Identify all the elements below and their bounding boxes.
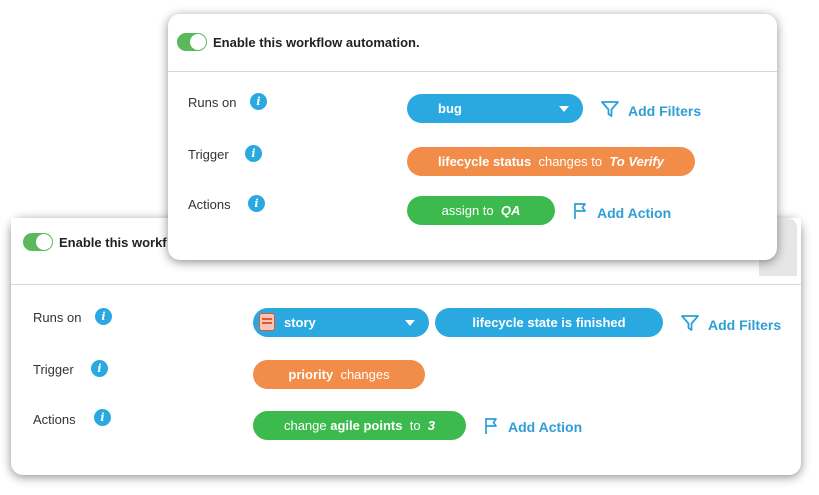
actions-label: Actions bbox=[33, 412, 76, 427]
chevron-down-icon bbox=[559, 106, 569, 112]
trigger-field: priority bbox=[288, 367, 334, 382]
add-filters-link[interactable]: Add Filters bbox=[708, 317, 782, 333]
trigger-verb: changes to bbox=[538, 154, 603, 169]
runs-on-dropdown[interactable]: bug bbox=[407, 94, 583, 123]
action-pill[interactable]: change agile points to 3 bbox=[253, 411, 466, 440]
actions-label: Actions bbox=[188, 197, 231, 212]
add-filters-link[interactable]: Add Filters bbox=[628, 103, 702, 119]
trigger-target: To Verify bbox=[609, 154, 664, 169]
action-target: QA bbox=[500, 203, 521, 218]
info-icon[interactable]: i bbox=[95, 308, 112, 325]
trigger-pill[interactable]: lifecycle status changes to To Verify bbox=[407, 147, 695, 176]
filter-icon[interactable] bbox=[600, 100, 620, 118]
action-pill[interactable]: assign to QA bbox=[407, 196, 555, 225]
info-icon[interactable]: i bbox=[91, 360, 108, 377]
action-verb: assign to bbox=[441, 203, 494, 218]
trigger-label: Trigger bbox=[188, 147, 229, 162]
info-icon[interactable]: i bbox=[94, 409, 111, 426]
runs-on-value: bug bbox=[438, 101, 462, 116]
action-target: 3 bbox=[427, 418, 436, 433]
info-icon[interactable]: i bbox=[250, 93, 267, 110]
add-action-link[interactable]: Add Action bbox=[597, 205, 672, 221]
runs-on-label: Runs on bbox=[188, 95, 237, 110]
flag-icon[interactable] bbox=[483, 416, 499, 436]
flag-icon[interactable] bbox=[572, 201, 588, 221]
filter-pill[interactable]: lifecycle state is finished bbox=[435, 308, 663, 337]
trigger-verb: changes bbox=[340, 367, 390, 382]
workflow-card-bug: Enable this workflow automation. Runs on… bbox=[168, 14, 777, 260]
action-field: agile points bbox=[330, 418, 403, 433]
enable-automation-toggle[interactable] bbox=[23, 233, 53, 251]
enable-automation-label: Enable this workf bbox=[59, 235, 167, 250]
info-icon[interactable]: i bbox=[245, 145, 262, 162]
runs-on-dropdown[interactable]: story bbox=[253, 308, 429, 337]
enable-automation-toggle[interactable] bbox=[177, 33, 207, 51]
story-type-icon bbox=[259, 313, 275, 331]
runs-on-value: story bbox=[284, 315, 316, 330]
chevron-down-icon bbox=[405, 320, 415, 326]
trigger-pill[interactable]: priority changes bbox=[253, 360, 425, 389]
runs-on-label: Runs on bbox=[33, 310, 82, 325]
trigger-label: Trigger bbox=[33, 362, 74, 377]
filter-icon[interactable] bbox=[680, 314, 700, 332]
enable-automation-label: Enable this workflow automation. bbox=[213, 35, 420, 50]
action-verb: change bbox=[283, 418, 327, 433]
card-header: Enable this workflow automation. bbox=[168, 14, 777, 72]
add-action-link[interactable]: Add Action bbox=[508, 419, 583, 435]
filter-pill-text: lifecycle state is finished bbox=[472, 315, 626, 330]
info-icon[interactable]: i bbox=[248, 195, 265, 212]
trigger-field: lifecycle status bbox=[438, 154, 532, 169]
action-to: to bbox=[409, 418, 421, 433]
